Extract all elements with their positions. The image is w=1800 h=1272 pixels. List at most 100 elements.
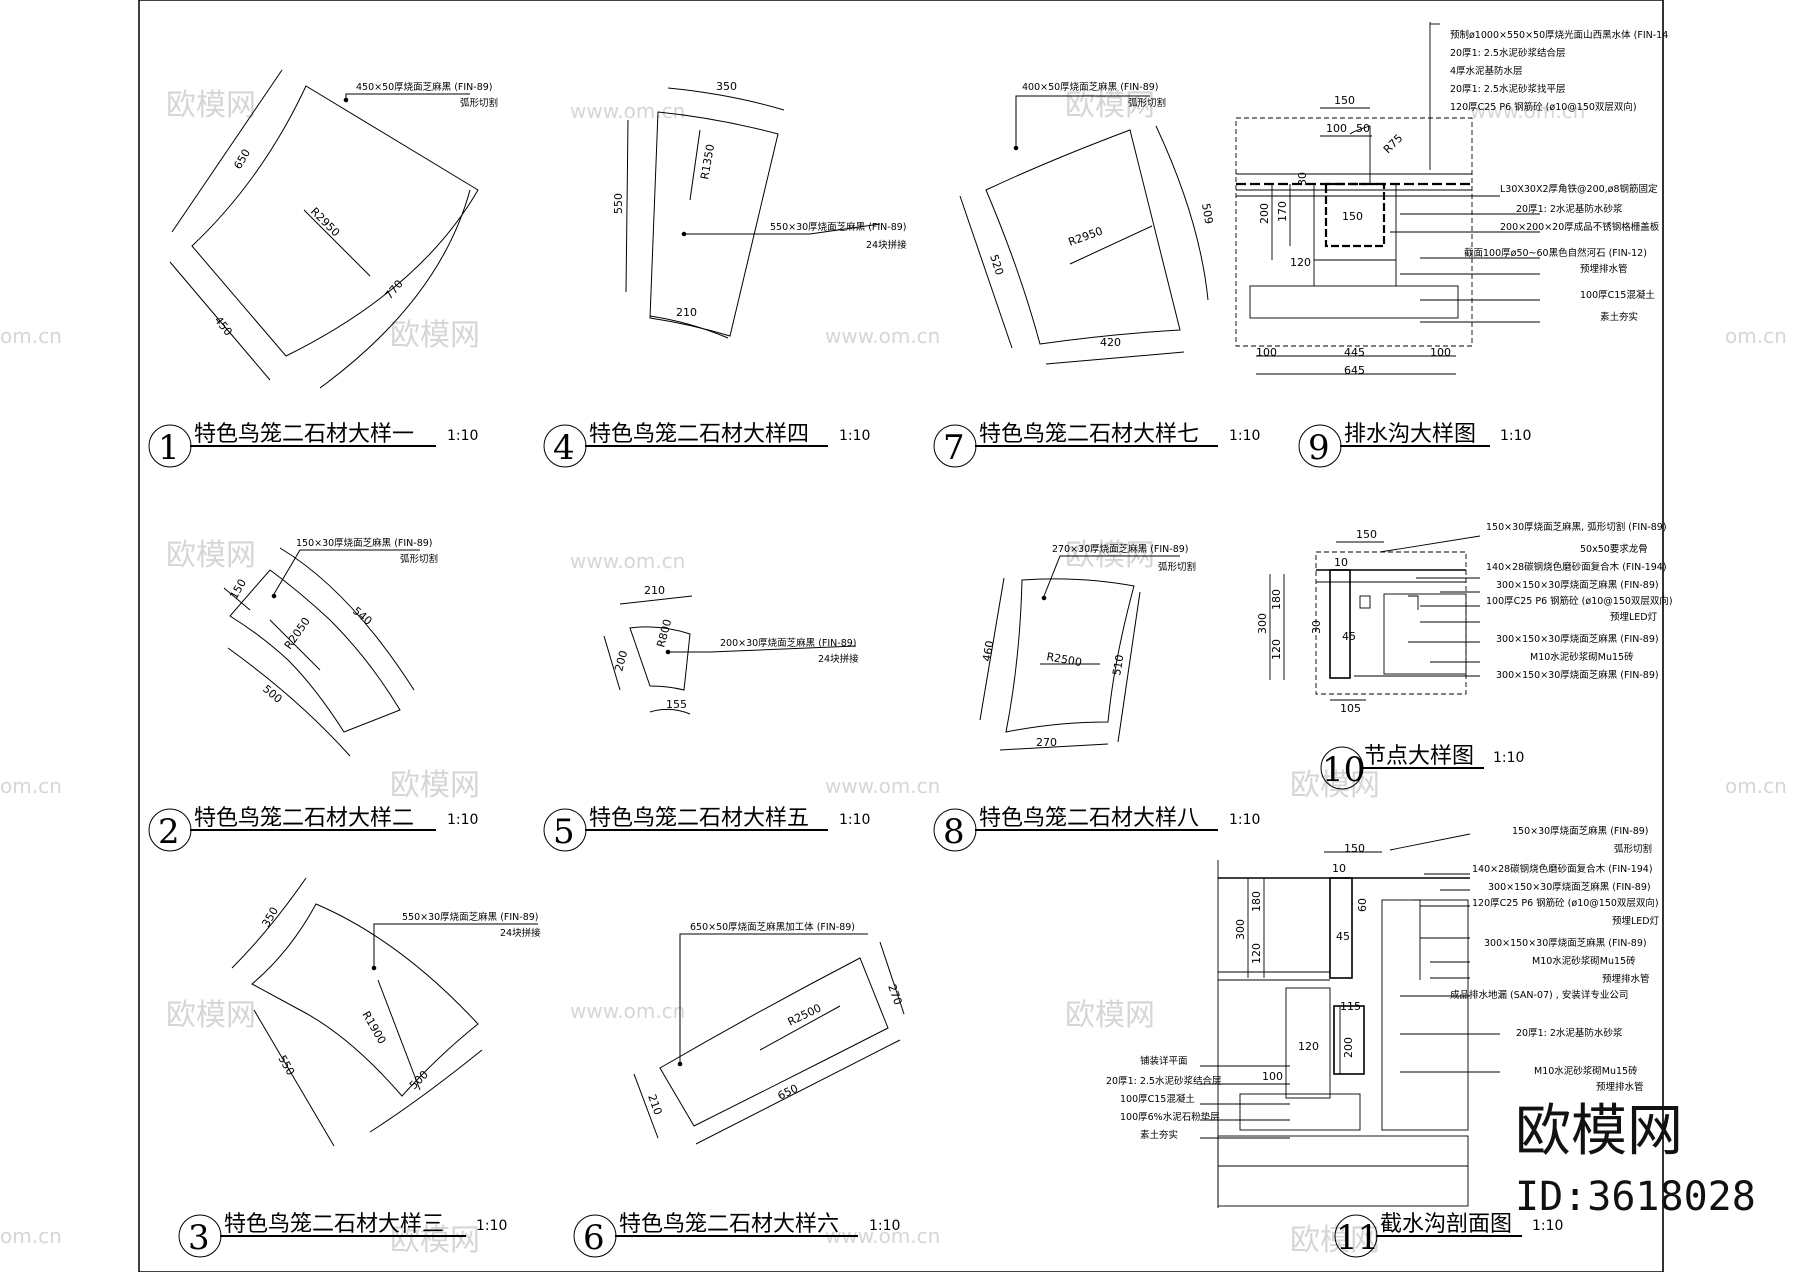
stone-facing <box>1329 877 1353 979</box>
radius-leader <box>269 619 321 671</box>
radius-leader <box>1069 225 1153 265</box>
material-label: 300×150×30厚烧面芝麻黑 (FIN-89) <box>1496 633 1659 645</box>
dimension-arc <box>649 708 691 715</box>
dimension-value: R2950 <box>1067 224 1105 248</box>
dimension-line <box>603 635 621 691</box>
detail-title: 特色鸟笼二石材大样二 <box>194 806 414 831</box>
material-label: 弧形切割 <box>1614 843 1652 855</box>
detail-3 <box>231 877 538 1147</box>
dimension-value: 210 <box>644 584 665 597</box>
detail-8-text: 270×30厚烧面芝麻黑 (FIN-89) 弧形切割 460 510 270 R… <box>980 543 1196 749</box>
leader-dot <box>271 593 277 599</box>
title-block-5: 5 特色鸟笼二石材大样五 1:10 <box>543 806 870 852</box>
dimension-value: 150 <box>1344 842 1365 855</box>
material-label: 24块拼接 <box>866 239 907 251</box>
dimension-arc <box>319 189 471 389</box>
leader-dot <box>1013 145 1019 151</box>
watermark-url: www.om.cn <box>825 324 940 348</box>
detail-scale: 1:10 <box>1532 1218 1563 1234</box>
watermark-url: www.om.cn <box>1470 99 1585 123</box>
detail-number: 5 <box>553 812 575 852</box>
dimension-line <box>959 195 1013 349</box>
radius-leader <box>377 979 421 1091</box>
soil-base <box>1217 1165 1469 1207</box>
detail-number: 4 <box>553 428 575 468</box>
title-block-8: 8 特色鸟笼二石材大样八 1:10 <box>933 806 1260 852</box>
dimension-value: 120 <box>1298 1040 1319 1053</box>
detail-scale: 1:10 <box>1229 428 1260 444</box>
label-leader <box>668 645 857 653</box>
material-label: 预埋LED灯 <box>1610 612 1658 623</box>
material-label: 20厚1: 2.5水泥砂浆找平层 <box>1450 83 1565 95</box>
material-label: 200×200×20厚成品不锈钢格栅盖板 <box>1500 221 1660 233</box>
label-leader <box>345 93 470 98</box>
watermark-url: www.om.cn <box>570 999 685 1023</box>
concrete-core <box>1383 593 1467 675</box>
detail-title: 特色鸟笼二石材大样八 <box>979 806 1199 831</box>
drain-pipe <box>1412 899 1421 980</box>
dimension-value: 200 <box>1342 1037 1355 1058</box>
detail-title: 截水沟剖面图 <box>1380 1212 1512 1237</box>
dimension-value: R75 <box>1381 132 1405 156</box>
dimension-value: 100 <box>1256 346 1277 359</box>
material-label: 650×50厚烧面芝麻黑加工体 (FIN-89) <box>690 921 855 933</box>
detail-7 <box>959 95 1209 365</box>
dimension-value: 50 <box>1356 122 1370 135</box>
watermark-text: 欧模网 <box>166 998 256 1033</box>
dimension-arc <box>231 877 307 969</box>
dimension-value: 645 <box>1344 364 1365 377</box>
dimension-value: 300 <box>1234 919 1247 940</box>
title-block-9: 9 排水沟大样图 1:10 <box>1298 422 1531 468</box>
trench-channel <box>1324 182 1386 248</box>
material-label: 弧形切割 <box>1128 97 1166 109</box>
radius-leader <box>689 129 701 201</box>
material-label: 100厚6%水泥石粉垫层 <box>1120 1111 1220 1123</box>
detail-2-text: 150×30厚烧面芝麻黑 (FIN-89) 弧形切割 150 540 500 R… <box>227 537 438 706</box>
dimension-line <box>223 587 251 611</box>
detail-number: 1 <box>158 428 180 468</box>
dimension-arc <box>227 647 351 757</box>
watermark-text: 欧模网 <box>390 1223 480 1258</box>
material-label: 20厚1: 2水泥基防水砂浆 <box>1516 203 1623 215</box>
dimension-value: 45 <box>1336 930 1350 943</box>
stone-outline <box>659 957 889 1127</box>
material-label: 550×30厚烧面芝麻黑 (FIN-89) <box>770 221 907 233</box>
dimension-line <box>619 595 693 605</box>
title-block-7: 7 特色鸟笼二石材大样七 1:10 <box>933 422 1260 468</box>
detail-scale: 1:10 <box>476 1218 507 1234</box>
watermark-url: om.cn <box>1725 774 1787 798</box>
dimension-value: 120 <box>1250 943 1263 964</box>
dimension-value: 120 <box>1270 639 1283 660</box>
dimension-line <box>253 1009 335 1147</box>
material-label: 弧形切割 <box>460 97 498 109</box>
dimension-line <box>999 743 1109 751</box>
material-label: 400×50厚烧面芝麻黑 (FIN-89) <box>1022 81 1159 93</box>
material-label: 24块拼接 <box>500 927 541 939</box>
material-label: 预埋排水管 <box>1596 1081 1644 1093</box>
material-label: 4厚水泥基防水层 <box>1450 65 1523 77</box>
detail-4-text: 550×30厚烧面芝麻黑 (FIN-89) 24块拼接 350 550 210 … <box>612 80 907 319</box>
detail-title: 特色鸟笼二石材大样三 <box>224 1212 444 1237</box>
dimension-value: 30 <box>1310 620 1323 634</box>
dimension-value: 270 <box>885 983 904 1007</box>
label-leader <box>273 549 420 595</box>
material-label: 300×150×30厚烧面芝麻黑 (FIN-89) <box>1496 669 1659 681</box>
material-label: 300×150×30厚烧面芝麻黑 (FIN-89) <box>1488 881 1651 893</box>
detail-4 <box>625 87 881 339</box>
dimension-value: 105 <box>1340 702 1361 715</box>
dimension-value: 155 <box>666 698 687 711</box>
stone-facing <box>1329 569 1351 679</box>
stone-outline <box>251 903 479 1097</box>
watermark-text: 欧模网 <box>1290 768 1380 803</box>
detail-10 <box>1269 535 1481 701</box>
dimension-value: 120 <box>1290 256 1311 269</box>
detail-number: 11 <box>1336 1218 1379 1258</box>
branding: 欧模网 ID:3618028 <box>1515 1099 1756 1220</box>
dimension-arc <box>667 87 785 111</box>
material-label: 预埋排水管 <box>1580 263 1628 275</box>
material-label: 100厚C25 P6 钢筋砼 (ø10@150双层双向) <box>1486 595 1673 607</box>
stone-outline <box>985 129 1181 345</box>
trench-wall <box>1313 184 1397 286</box>
dimension-value: 540 <box>350 604 374 627</box>
dimension-value: R1350 <box>698 143 717 180</box>
